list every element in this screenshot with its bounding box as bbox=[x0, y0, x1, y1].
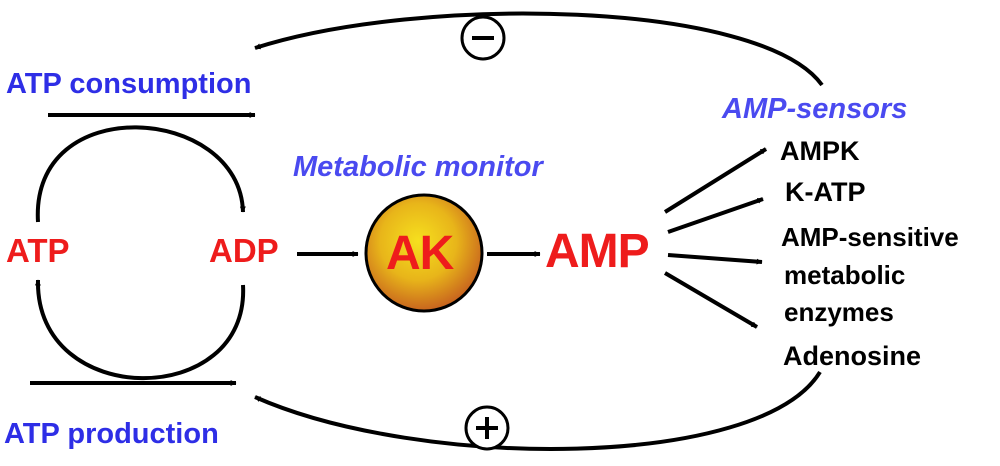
atp-to-adp-arc bbox=[35, 125, 246, 223]
positive-feedback-arc bbox=[254, 370, 822, 451]
atp-production-label: ATP production bbox=[4, 418, 219, 450]
k-atp-label: K-ATP bbox=[785, 177, 866, 207]
adenosine-label: Adenosine bbox=[783, 341, 922, 371]
amp-to-enzymes-arrow bbox=[667, 253, 763, 265]
amp-sensors-label: AMP-sensors bbox=[722, 93, 908, 125]
metabolic-monitor-label: Metabolic monitor bbox=[293, 151, 543, 183]
ampk-label: AMPK bbox=[780, 136, 860, 166]
metabolic-label: metabolic bbox=[784, 260, 906, 290]
adp-to-atp-arc bbox=[34, 279, 246, 381]
atp-label: ATP bbox=[6, 232, 70, 269]
ak-label: AK bbox=[386, 227, 454, 280]
amp-to-ampk-arrow bbox=[663, 147, 768, 214]
plus-sign-icon bbox=[464, 405, 510, 451]
amp-to-katp-arrow bbox=[667, 197, 764, 234]
negative-feedback-arc bbox=[254, 11, 824, 87]
amp-label: AMP bbox=[545, 225, 650, 278]
amp-to-adenosine-arrow bbox=[663, 271, 759, 329]
minus-sign-icon bbox=[460, 15, 506, 61]
amp-sensitive-label: AMP-sensitive bbox=[781, 222, 959, 252]
ak-circle bbox=[364, 193, 484, 313]
atp-consumption-label: ATP consumption bbox=[6, 68, 252, 100]
enzymes-label: enzymes bbox=[784, 297, 894, 327]
adp-label: ADP bbox=[209, 232, 279, 269]
